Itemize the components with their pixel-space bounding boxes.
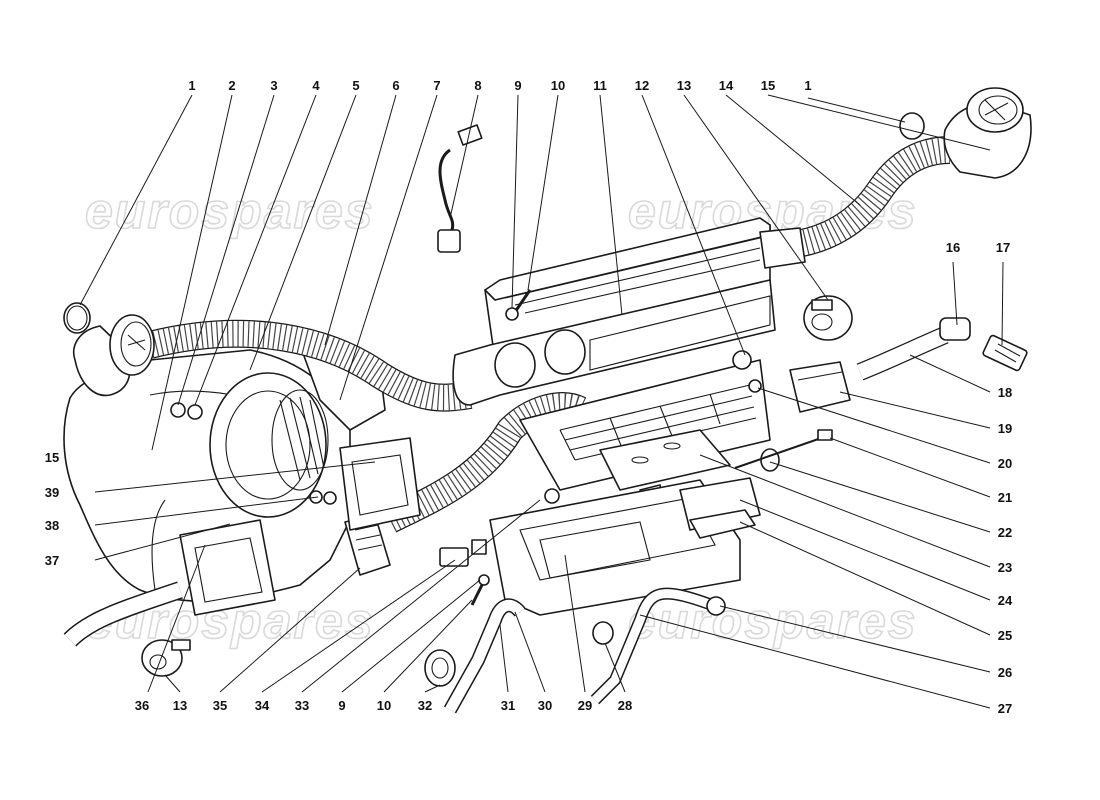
grommet-icon	[424, 649, 456, 687]
callout-right-18: 18	[998, 385, 1012, 400]
callout-left-37: 37	[45, 553, 59, 568]
callout-right-24: 24	[998, 593, 1013, 608]
drawing	[63, 87, 1032, 714]
callout-top-12: 12	[635, 78, 649, 93]
callout-bottom-9: 9	[338, 698, 345, 713]
callout-top-4: 4	[312, 78, 320, 93]
callout-right-20: 20	[998, 456, 1012, 471]
bottom-tray-icon	[489, 479, 741, 616]
callout-top-6: 6	[392, 78, 399, 93]
callout-top-7: 7	[433, 78, 440, 93]
leader-lines	[79, 94, 1004, 709]
right-vent-outlet-icon	[943, 87, 1032, 179]
callout-bottom-13: 13	[173, 698, 187, 713]
grommet-icon	[760, 448, 780, 472]
callout-left-38: 38	[45, 518, 59, 533]
callout-bottom-36: 36	[135, 698, 149, 713]
callout-bottom-10: 10	[377, 698, 391, 713]
callout-top-13: 13	[677, 78, 691, 93]
callout-top-8: 8	[474, 78, 481, 93]
callout-right-21: 21	[998, 490, 1012, 505]
o-ring-icon	[63, 302, 91, 334]
connector-icon	[982, 334, 1028, 372]
callout-bottom-28: 28	[618, 698, 632, 713]
callout-right-23: 23	[998, 560, 1012, 575]
callout-labels: 1 2 3 4 5 6 7 8 9 10 11 12 13 14 15 1 16…	[45, 78, 1013, 716]
callout-right-22: 22	[998, 525, 1012, 540]
callout-bottom-29: 29	[578, 698, 592, 713]
callout-bottom-31: 31	[501, 698, 515, 713]
bracket-icon	[599, 429, 731, 491]
left-vent-outlet-icon	[73, 314, 155, 397]
callout-bottom-33: 33	[295, 698, 309, 713]
callout-top-14: 14	[719, 78, 734, 93]
callout-top-5: 5	[352, 78, 359, 93]
callout-top-9: 9	[514, 78, 521, 93]
bracket-icon	[179, 519, 276, 616]
callout-left-15: 15	[45, 450, 59, 465]
blower-fan-icon	[209, 372, 329, 518]
callout-top-11: 11	[593, 78, 607, 93]
callout-top-10: 10	[551, 78, 565, 93]
watermark-bottom-right: eurospares	[628, 593, 918, 649]
hose-icon	[383, 392, 587, 533]
callout-right-25: 25	[998, 628, 1012, 643]
callout-top-1b: 1	[804, 78, 811, 93]
o-ring-icon	[899, 112, 925, 140]
callout-top-15: 15	[761, 78, 775, 93]
hose-icon	[146, 319, 473, 412]
vacuum-actuator-icon	[803, 295, 853, 341]
vacuum-actuator-icon	[141, 639, 191, 677]
vacuum-actuator-icon	[789, 361, 851, 413]
callout-top-2: 2	[228, 78, 235, 93]
callout-right-26: 26	[998, 665, 1012, 680]
callout-top-1: 1	[188, 78, 195, 93]
watermark-top-left: eurospares	[85, 183, 375, 239]
callout-top-16: 16	[946, 240, 960, 255]
callout-bottom-30: 30	[538, 698, 552, 713]
connector-icon	[439, 547, 469, 567]
wire-harness-icon	[438, 148, 455, 231]
callout-right-27: 27	[998, 701, 1012, 716]
callout-top-17: 17	[996, 240, 1010, 255]
callout-bottom-32: 32	[418, 698, 432, 713]
callout-bottom-35: 35	[213, 698, 227, 713]
callout-bottom-34: 34	[255, 698, 270, 713]
callout-left-39: 39	[45, 485, 59, 500]
callout-right-19: 19	[998, 421, 1012, 436]
hose-icon	[787, 136, 951, 259]
callout-top-3: 3	[270, 78, 277, 93]
